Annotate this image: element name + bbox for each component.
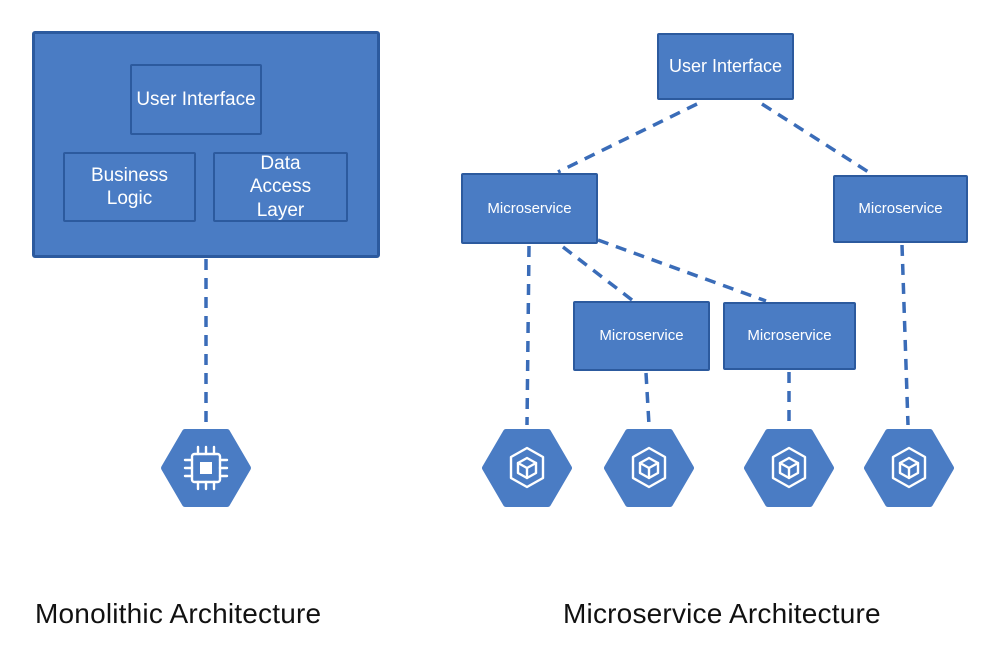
connector-ui-to-ms1 — [557, 102, 698, 174]
connector-ms2-to-node2 — [644, 372, 651, 426]
microservice-deploy-node-2 — [603, 427, 695, 509]
container-cube-icon — [509, 446, 545, 489]
microservice-user-interface-label: User Interface — [668, 56, 783, 77]
monolith-data-access-box: Data Access Layer — [213, 152, 348, 222]
microservice-label: Microservice — [487, 199, 572, 217]
hexagon-icon — [864, 429, 954, 507]
connector-ms1-to-node1 — [525, 245, 531, 426]
container-cube-icon — [891, 446, 927, 489]
microservice-label: Microservice — [858, 200, 943, 217]
microservice-box-1: Microservice — [461, 173, 598, 244]
cpu-icon — [183, 445, 229, 491]
monolith-data-access-label: Data Access Layer — [249, 153, 312, 221]
monolith-user-interface-label: User Interface — [136, 88, 256, 110]
connector-ms4-to-node4 — [900, 244, 910, 426]
microservice-box-3: Microservice — [723, 302, 856, 370]
connector-ui-to-ms4 — [761, 102, 871, 175]
microservice-deploy-node-3 — [743, 427, 835, 509]
hexagon-icon — [482, 429, 572, 507]
microservice-label: Microservice — [599, 327, 684, 344]
monolith-deploy-node — [160, 427, 252, 509]
microservice-user-interface-box: User Interface — [657, 33, 794, 100]
hexagon-icon — [744, 429, 834, 507]
monolith-title: Monolithic Architecture — [35, 598, 322, 629]
monolith-business-logic-label: Business Logic — [90, 164, 169, 209]
container-cube-icon — [771, 446, 807, 489]
microservice-title: Microservice Architecture — [563, 598, 881, 629]
microservice-deploy-node-4 — [863, 427, 955, 509]
monolith-business-logic-box: Business Logic — [63, 152, 196, 222]
microservice-deploy-node-1 — [481, 427, 573, 509]
hexagon-icon — [161, 429, 251, 507]
hexagon-icon — [604, 429, 694, 507]
microservice-box-2: Microservice — [573, 301, 710, 371]
monolith-user-interface-box: User Interface — [130, 64, 262, 135]
connector-ms1-to-ms2 — [561, 245, 634, 302]
microservice-box-4: Microservice — [833, 175, 968, 243]
microservice-label: Microservice — [747, 327, 832, 344]
connector-ms1-to-ms3 — [597, 238, 767, 303]
container-cube-icon — [631, 446, 667, 489]
